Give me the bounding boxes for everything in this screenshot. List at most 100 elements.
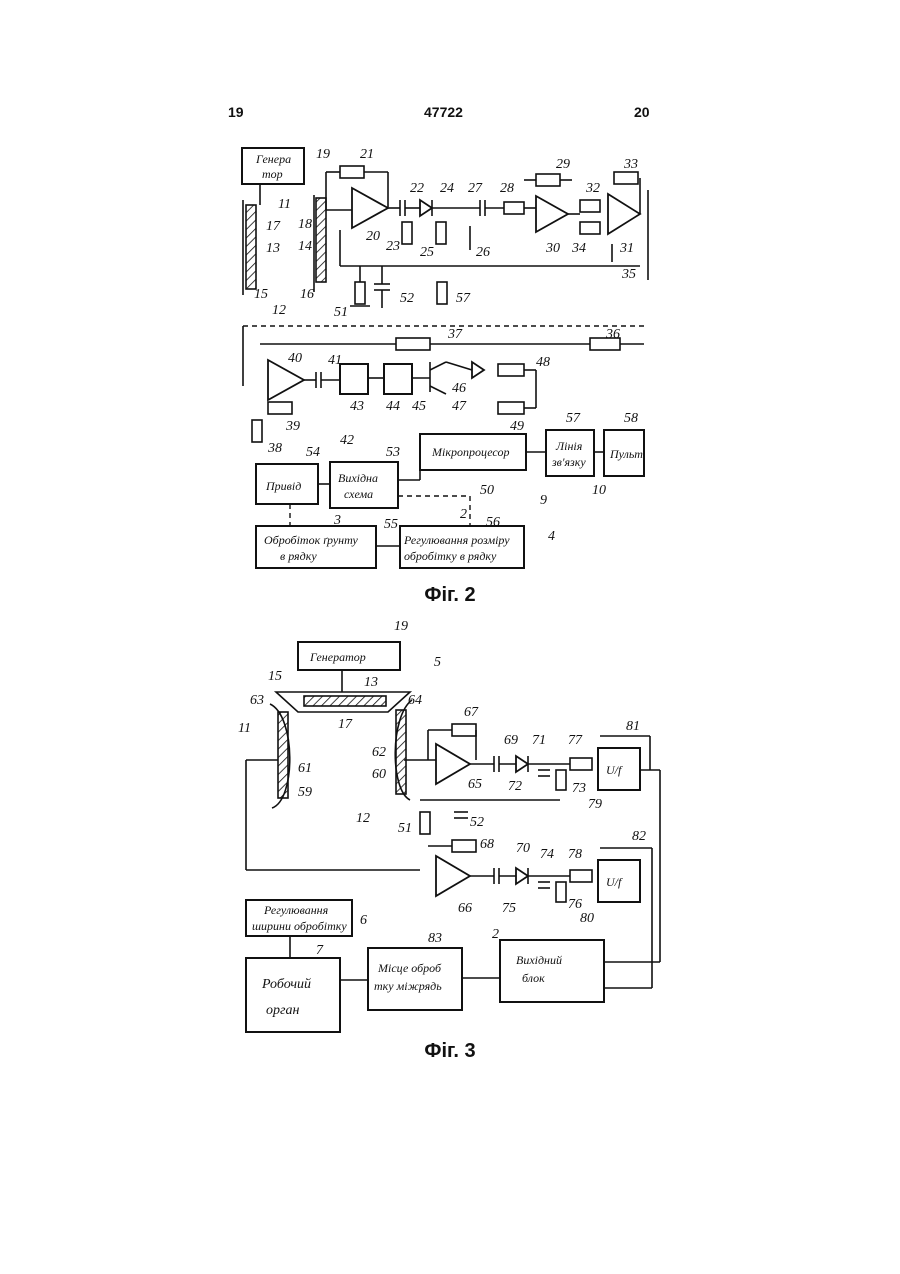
u-f-label-upper: U/f (606, 763, 623, 777)
reference-numeral: 27 (468, 181, 483, 196)
reference-numeral: 80 (580, 911, 594, 926)
top-electrode (304, 696, 386, 706)
reference-numeral: 2 (460, 507, 467, 522)
reference-numeral: 72 (508, 779, 522, 794)
receiver-electrode (316, 198, 326, 282)
reference-numeral: 14 (298, 239, 312, 254)
reference-numeral: 53 (386, 445, 400, 460)
width-control-label-2: ширини обробітку (252, 919, 347, 933)
reference-numeral: 48 (536, 355, 550, 370)
amplifier-30 (536, 196, 568, 232)
reference-numeral: 66 (458, 901, 472, 916)
amplifier-20 (352, 188, 388, 228)
reference-numeral: 60 (372, 767, 386, 782)
working-organ-label-2: орган (266, 1003, 299, 1018)
reference-numeral: 22 (410, 181, 424, 196)
figure-2-caption: Фіг. 2 (0, 584, 900, 607)
comm-line-block (546, 430, 594, 476)
reference-numeral: 79 (588, 797, 602, 812)
reference-numeral: 51 (334, 305, 348, 320)
reference-numeral: 76 (568, 897, 582, 912)
reference-numeral: 57 (456, 291, 471, 306)
reference-numeral: 82 (632, 829, 646, 844)
reference-numeral: 43 (350, 399, 364, 414)
width-control-label-1: Регулювання (263, 903, 329, 917)
reference-numeral: 31 (619, 241, 634, 256)
working-organ-block (246, 958, 340, 1032)
reference-numeral: 71 (532, 733, 546, 748)
output-block-label-2: блок (522, 971, 545, 985)
reference-numeral: 9 (540, 493, 547, 508)
reference-numeral: 18 (298, 217, 312, 232)
reference-numeral: 52 (400, 291, 414, 306)
reference-numeral: 13 (364, 675, 378, 690)
reference-numeral: 38 (267, 441, 282, 456)
reference-numeral: 17 (338, 717, 353, 732)
reference-numeral: 11 (278, 197, 291, 212)
reference-numeral: 33 (623, 157, 638, 172)
left-electrode (278, 712, 288, 798)
reference-numeral: 81 (626, 719, 640, 734)
reference-numeral: 36 (605, 327, 620, 342)
reference-numeral: 19 (394, 619, 408, 634)
reference-numeral: 7 (316, 943, 324, 958)
reference-numeral: 47 (452, 399, 467, 414)
output-block (500, 940, 604, 1002)
reference-numeral: 15 (254, 287, 268, 302)
reference-numeral: 62 (372, 745, 386, 760)
reference-numeral: 59 (298, 785, 312, 800)
reference-numeral: 5 (434, 655, 441, 670)
amplifier-66 (436, 856, 470, 896)
u-f-label-lower: U/f (606, 875, 623, 889)
comm-line-label-1: Лінія (555, 439, 583, 453)
working-organ-label-1: Робочий (261, 977, 311, 992)
generator-label-2: тор (262, 167, 283, 181)
reference-numeral: 28 (500, 181, 514, 196)
reference-numeral: 73 (572, 781, 586, 796)
reference-numeral: 75 (502, 901, 516, 916)
generator-label-1: Генера (255, 152, 291, 166)
reference-numeral: 6 (360, 913, 367, 928)
reference-numeral: 61 (298, 761, 312, 776)
reference-numeral: 34 (571, 241, 586, 256)
reference-numeral: 55 (384, 517, 398, 532)
reference-numeral: 77 (568, 733, 583, 748)
reference-numeral: 17 (266, 219, 281, 234)
reference-numeral: 20 (366, 229, 380, 244)
console-label: Пульт (609, 447, 643, 461)
reference-numeral: 35 (621, 267, 636, 282)
output-circuit-label-1: Вихідна (338, 471, 378, 485)
reference-numeral: 21 (360, 147, 374, 162)
figure-2: Генера тор (242, 147, 648, 568)
figure-3: Генератор U/f (238, 619, 660, 1032)
inter-row-label-1: Місце оброб (377, 961, 442, 975)
reference-numeral: 19 (316, 147, 330, 162)
reference-numeral: 23 (386, 239, 400, 254)
reference-numeral: 52 (470, 815, 484, 830)
amplifier-65 (436, 744, 470, 784)
reference-numeral: 67 (464, 705, 479, 720)
reference-numeral: 46 (452, 381, 466, 396)
row-spacing-label-1: Регулювання розміру (403, 533, 510, 547)
reference-numeral: 15 (268, 669, 282, 684)
output-block-label-1: Вихідний (516, 953, 562, 967)
comm-line-label-2: зв'язку (551, 455, 586, 469)
right-electrode (396, 710, 406, 794)
reference-numeral: 37 (447, 327, 463, 342)
inter-row-label-2: тку міжрядь (374, 979, 442, 993)
reference-numeral: 25 (420, 245, 434, 260)
reference-numeral: 24 (440, 181, 454, 196)
generator-label-fig3: Генератор (309, 650, 366, 664)
microprocessor-label: Мікропроцесор (431, 445, 509, 459)
reference-numeral: 63 (250, 693, 264, 708)
reference-numeral: 54 (306, 445, 320, 460)
reference-numeral: 64 (408, 693, 422, 708)
amplifier-31 (608, 194, 640, 234)
reference-numeral: 58 (624, 411, 638, 426)
reference-numeral: 83 (428, 931, 442, 946)
reference-numeral: 3 (333, 513, 341, 528)
reference-numeral: 57 (566, 411, 581, 426)
reference-numeral: 51 (398, 821, 412, 836)
reference-numeral: 4 (548, 529, 555, 544)
